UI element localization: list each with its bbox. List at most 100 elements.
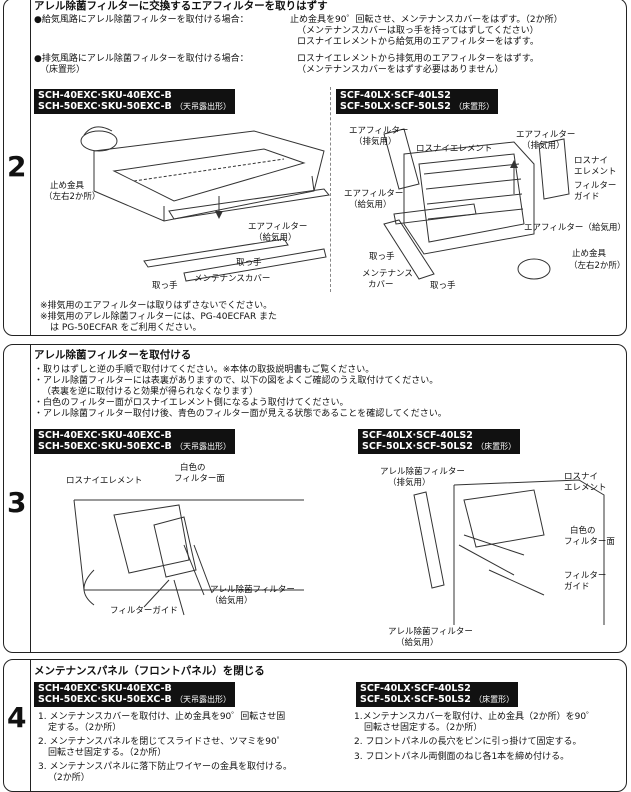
section-title: アレル除菌フィルターを取付ける bbox=[34, 349, 192, 361]
step-number-tab bbox=[4, 0, 31, 335]
label-allergen-filter: アレル除菌フィルター bbox=[380, 467, 465, 477]
step-number: 4 bbox=[7, 701, 27, 734]
label-stop-fitting: 止め金具 bbox=[572, 249, 607, 259]
ceiling-unit-illustration bbox=[80, 126, 330, 282]
model-line: SCH-40EXC·SKU-40EXC-B bbox=[38, 683, 172, 694]
label-maintenance-cover: メンテナンスカバー bbox=[194, 274, 271, 284]
label-supply: （給気用） bbox=[210, 596, 253, 606]
label-exhaust: （排気用） bbox=[354, 137, 397, 147]
intro-line: （床置形） bbox=[40, 65, 86, 75]
intro-line: ロスナイエレメントから給気用のエアフィルターをはずす。 bbox=[297, 37, 539, 47]
model-line: SCH-40EXC·SKU-40EXC-B bbox=[38, 430, 172, 441]
label-lossnay: ロスナイ bbox=[564, 472, 599, 482]
label-lossnay-element: ロスナイエレメント bbox=[66, 476, 143, 486]
model-line: SCF-50LX·SCF-50LS2 bbox=[360, 694, 471, 706]
model-type: （天吊露出形） bbox=[175, 102, 232, 112]
label-exhaust: （排気用） bbox=[522, 141, 565, 151]
step-line: 2. メンテナンスパネルを閉じてスライドさせ、ツマミを90゜ bbox=[38, 737, 286, 747]
model-header-right: SCF-40LX·SCF-40LS2 SCF-50LX·SCF-50LS2 （床… bbox=[336, 89, 499, 114]
label-filter: フィルター bbox=[574, 181, 617, 191]
label-handle: 取っ手 bbox=[152, 281, 178, 291]
model-header-left: SCH-40EXC·SKU-40EXC-B SCH-50EXC·SKU-50EX… bbox=[34, 682, 236, 707]
model-line: SCF-40LX·SCF-40LS2 bbox=[360, 683, 471, 694]
label-element: エレメント bbox=[564, 483, 607, 493]
model-header-left: SCH-40EXC·SKU-40EXC-B SCH-50EXC·SKU-50EX… bbox=[34, 89, 236, 114]
label-exhaust: （排気用） bbox=[388, 478, 431, 488]
label-white: 白色の bbox=[180, 463, 206, 473]
note-line: は PG-50ECFAR をご利用ください。 bbox=[50, 323, 202, 333]
model-line: SCF-50LX·SCF-50LS2 bbox=[362, 441, 473, 453]
intro-line: ●給気風路にアレル除菌フィルターを取付ける場合： bbox=[34, 15, 249, 25]
step-line: 1.メンテナンスカバーを取付け、止め金具（2か所）を90゜ bbox=[354, 712, 596, 722]
model-line: SCH-50EXC·SKU-50EXC-B bbox=[38, 694, 172, 706]
note-line: ※排気用のアレル除菌フィルターには、PG-40ECFAR また bbox=[40, 312, 278, 322]
model-line: SCH-40EXC·SKU-40EXC-B bbox=[38, 90, 172, 101]
model-type: （床置形） bbox=[454, 102, 495, 112]
step-number-tab bbox=[4, 345, 31, 652]
step-line: 回転させ固定する。（2か所） bbox=[48, 748, 167, 758]
label-allergen-filter: アレル除菌フィルター bbox=[388, 627, 473, 637]
label-air-filter-supply: エアフィルター（給気用） bbox=[524, 223, 626, 233]
section-title: メンテナンスパネル（フロントパネル）を閉じる bbox=[34, 665, 265, 677]
step-line: 2. フロントパネルの長穴をピンに引っ掛けて固定する。 bbox=[354, 737, 582, 747]
step-line: 回転させ固定する。（2か所） bbox=[364, 723, 483, 733]
model-line: SCF-40LX·SCF-40LS2 bbox=[340, 90, 451, 101]
label-white: 白色の bbox=[570, 526, 596, 536]
model-line: SCF-50LX·SCF-50LS2 bbox=[340, 101, 451, 113]
model-header-left: SCH-40EXC·SKU-40EXC-B SCH-50EXC·SKU-50EX… bbox=[34, 429, 236, 454]
label-handle: 取っ手 bbox=[369, 252, 395, 262]
instruction-line: ・取りはずしと逆の手順で取付けてください。※本体の取扱説明書もご覧ください。 bbox=[34, 365, 375, 375]
label-air-filter-supply: （給気用） bbox=[254, 233, 297, 243]
instruction-line: ・アレル除菌フィルターには表裏がありますので、以下の図をよくご確認のうえ取付けて… bbox=[34, 376, 439, 386]
floor-filter-install-illustration bbox=[413, 479, 605, 625]
label-maintenance: メンテナンス bbox=[362, 269, 413, 279]
label-supply: （給気用） bbox=[396, 638, 439, 648]
label-air-filter: エアフィルター bbox=[349, 126, 409, 136]
label-handle: 取っ手 bbox=[236, 258, 262, 268]
label-cover: カバー bbox=[368, 280, 394, 290]
label-element: エレメント bbox=[574, 167, 617, 177]
label-air-filter: エアフィルター bbox=[344, 189, 404, 199]
note-line: ※排気用のエアフィルターは取りはずさないでください。 bbox=[40, 301, 273, 311]
model-type: （床置形） bbox=[476, 442, 517, 452]
label-air-filter: エアフィルター bbox=[248, 222, 308, 232]
label-handle: 取っ手 bbox=[430, 281, 456, 291]
model-line: SCH-50EXC·SKU-50EXC-B bbox=[38, 441, 172, 453]
label-stop-fitting: 止め金具 bbox=[50, 181, 85, 191]
label-filter: フィルター bbox=[564, 571, 607, 581]
label-filter-face: フィルター面 bbox=[174, 474, 225, 484]
label-guide: ガイド bbox=[574, 192, 600, 202]
section-title: アレル除菌フィルターに交換するエアフィルターを取りはずす bbox=[34, 0, 328, 12]
step-line: 3. フロントパネル両側面のねじ各1本を締め付ける。 bbox=[354, 752, 570, 762]
label-filter-face: フィルター面 bbox=[564, 537, 615, 547]
step-number: 3 bbox=[7, 486, 27, 519]
label-air-filter: エアフィルター bbox=[516, 130, 576, 140]
intro-line: 止め金具を90゜回転させ、メンテナンスカバーをはずす。（2か所） bbox=[290, 15, 563, 25]
label-guide: ガイド bbox=[564, 582, 590, 592]
column-divider bbox=[330, 87, 331, 292]
step-line: 1. メンテナンスカバーを取付け、止め金具を90゜回転させ固 bbox=[38, 712, 286, 722]
step-line: 3. メンテナンスパネルに落下防止ワイヤーの金具を取付ける。 bbox=[38, 762, 292, 772]
model-type: （床置形） bbox=[474, 695, 515, 705]
floor-unit-illustration bbox=[383, 128, 570, 280]
intro-line: （メンテナンスカバーは取っ手を持ってはずしてください） bbox=[297, 26, 539, 36]
step-number: 2 bbox=[7, 150, 27, 183]
label-lossnay: ロスナイ bbox=[574, 156, 609, 166]
section-3: 3 アレル除菌フィルターを取付ける ・取りはずしと逆の手順で取付けてください。※… bbox=[3, 344, 627, 653]
label-supply: （給気用） bbox=[349, 200, 392, 210]
intro-line: ロスナイエレメントから排気用のエアフィルターをはずす。 bbox=[297, 54, 539, 64]
model-type: （天吊露出形） bbox=[175, 695, 232, 705]
intro-line: （メンテナンスカバーをはずす必要はありません） bbox=[297, 65, 504, 75]
ceiling-filter-install-illustration bbox=[73, 499, 304, 616]
step-line: 定する。（2か所） bbox=[48, 723, 122, 733]
intro-line: ●排気風路にアレル除菌フィルターを取付ける場合： bbox=[34, 54, 249, 64]
label-lossnay-element: ロスナイエレメント bbox=[416, 144, 493, 154]
section-2: 2 アレル除菌フィルターに交換するエアフィルターを取りはずす ●給気風路にアレル… bbox=[3, 0, 627, 336]
model-header-right: SCF-40LX·SCF-40LS2 SCF-50LX·SCF-50LS2 （床… bbox=[356, 682, 519, 707]
instruction-line: ・白色のフィルター面がロスナイエレメント側になるよう取付けてください。 bbox=[34, 398, 349, 408]
instruction-line: （表裏を逆に取付けると効果が得られなくなります） bbox=[42, 387, 259, 397]
model-line: SCH-50EXC·SKU-50EXC-B bbox=[38, 101, 172, 113]
label-allergen-filter: アレル除菌フィルター bbox=[210, 585, 295, 595]
instruction-line: ・アレル除菌フィルター取付け後、青色のフィルター面が見える状態であることを確認し… bbox=[34, 409, 447, 419]
label-filter-guide: フィルターガイド bbox=[110, 606, 178, 616]
